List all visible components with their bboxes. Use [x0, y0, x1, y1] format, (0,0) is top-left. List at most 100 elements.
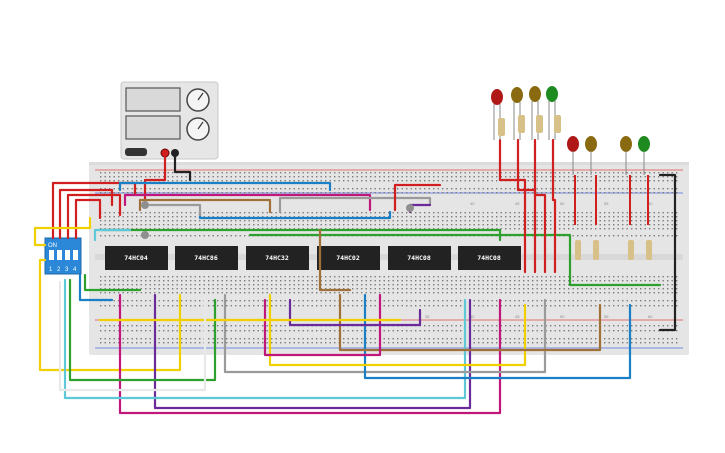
breadboard-hole[interactable] [617, 235, 619, 237]
breadboard-hole[interactable] [640, 212, 642, 214]
breadboard-hole[interactable] [532, 192, 534, 194]
breadboard-hole[interactable] [194, 228, 196, 230]
breadboard-hole[interactable] [514, 228, 516, 230]
breadboard-hole[interactable] [311, 284, 313, 286]
breadboard-hole[interactable] [190, 305, 192, 307]
breadboard-hole[interactable] [311, 338, 313, 340]
breadboard-hole[interactable] [212, 235, 214, 237]
breadboard-hole[interactable] [343, 192, 345, 194]
breadboard-hole[interactable] [572, 280, 574, 282]
breadboard-hole[interactable] [113, 220, 115, 222]
breadboard-hole[interactable] [505, 176, 507, 178]
breadboard-hole[interactable] [325, 338, 327, 340]
breadboard-hole[interactable] [113, 188, 115, 190]
breadboard-hole[interactable] [491, 188, 493, 190]
breadboard-hole[interactable] [590, 330, 592, 332]
breadboard-hole[interactable] [415, 288, 417, 290]
breadboard-hole[interactable] [190, 276, 192, 278]
breadboard-hole[interactable] [334, 216, 336, 218]
breadboard-hole[interactable] [311, 172, 313, 174]
breadboard-hole[interactable] [370, 212, 372, 214]
breadboard-hole[interactable] [302, 338, 304, 340]
breadboard-hole[interactable] [536, 192, 538, 194]
breadboard-hole[interactable] [370, 292, 372, 294]
breadboard-hole[interactable] [131, 188, 133, 190]
breadboard-hole[interactable] [212, 188, 214, 190]
breadboard-hole[interactable] [568, 292, 570, 294]
breadboard-hole[interactable] [649, 216, 651, 218]
breadboard-hole[interactable] [253, 276, 255, 278]
breadboard-hole[interactable] [613, 235, 615, 237]
breadboard-hole[interactable] [365, 228, 367, 230]
breadboard-hole[interactable] [388, 192, 390, 194]
breadboard-hole[interactable] [167, 284, 169, 286]
breadboard-hole[interactable] [653, 188, 655, 190]
breadboard-hole[interactable] [347, 284, 349, 286]
breadboard-hole[interactable] [347, 330, 349, 332]
breadboard-hole[interactable] [491, 228, 493, 230]
breadboard-hole[interactable] [518, 305, 520, 307]
breadboard-hole[interactable] [442, 224, 444, 226]
breadboard-hole[interactable] [500, 192, 502, 194]
breadboard-hole[interactable] [109, 228, 111, 230]
breadboard-hole[interactable] [217, 284, 219, 286]
breadboard-hole[interactable] [302, 220, 304, 222]
breadboard-hole[interactable] [505, 188, 507, 190]
breadboard-hole[interactable] [257, 305, 259, 307]
breadboard-hole[interactable] [613, 212, 615, 214]
breadboard-hole[interactable] [316, 224, 318, 226]
breadboard-hole[interactable] [374, 284, 376, 286]
breadboard-hole[interactable] [473, 176, 475, 178]
breadboard-hole[interactable] [433, 305, 435, 307]
breadboard-hole[interactable] [482, 180, 484, 182]
breadboard-hole[interactable] [505, 212, 507, 214]
breadboard-hole[interactable] [451, 288, 453, 290]
breadboard-hole[interactable] [635, 220, 637, 222]
breadboard-hole[interactable] [307, 276, 309, 278]
breadboard-hole[interactable] [212, 172, 214, 174]
breadboard-hole[interactable] [532, 284, 534, 286]
breadboard-hole[interactable] [181, 176, 183, 178]
breadboard-hole[interactable] [599, 220, 601, 222]
breadboard-hole[interactable] [293, 338, 295, 340]
breadboard-hole[interactable] [388, 292, 390, 294]
breadboard-hole[interactable] [635, 224, 637, 226]
wire-blue[interactable] [363, 293, 632, 380]
breadboard-hole[interactable] [181, 300, 183, 302]
breadboard-hole[interactable] [311, 216, 313, 218]
breadboard-hole[interactable] [374, 330, 376, 332]
breadboard-hole[interactable] [226, 235, 228, 237]
breadboard-hole[interactable] [496, 330, 498, 332]
resistor[interactable] [498, 118, 505, 136]
breadboard-hole[interactable] [140, 216, 142, 218]
breadboard-hole[interactable] [347, 212, 349, 214]
breadboard-hole[interactable] [172, 235, 174, 237]
breadboard-hole[interactable] [469, 228, 471, 230]
breadboard-hole[interactable] [181, 325, 183, 327]
breadboard-hole[interactable] [289, 342, 291, 344]
breadboard-hole[interactable] [586, 276, 588, 278]
breadboard-hole[interactable] [118, 276, 120, 278]
breadboard-hole[interactable] [352, 176, 354, 178]
breadboard-hole[interactable] [118, 325, 120, 327]
breadboard-hole[interactable] [424, 228, 426, 230]
breadboard-hole[interactable] [284, 172, 286, 174]
breadboard-hole[interactable] [320, 180, 322, 182]
breadboard-hole[interactable] [176, 276, 178, 278]
breadboard-hole[interactable] [239, 280, 241, 282]
breadboard-hole[interactable] [653, 300, 655, 302]
breadboard-hole[interactable] [226, 192, 228, 194]
breadboard-hole[interactable] [239, 300, 241, 302]
breadboard-hole[interactable] [280, 330, 282, 332]
breadboard-hole[interactable] [266, 276, 268, 278]
breadboard-hole[interactable] [671, 305, 673, 307]
breadboard-hole[interactable] [329, 292, 331, 294]
breadboard-hole[interactable] [140, 180, 142, 182]
breadboard-hole[interactable] [410, 338, 412, 340]
breadboard-hole[interactable] [266, 284, 268, 286]
breadboard-hole[interactable] [653, 305, 655, 307]
breadboard-hole[interactable] [109, 276, 111, 278]
breadboard-hole[interactable] [167, 280, 169, 282]
breadboard-hole[interactable] [509, 176, 511, 178]
breadboard-hole[interactable] [442, 330, 444, 332]
